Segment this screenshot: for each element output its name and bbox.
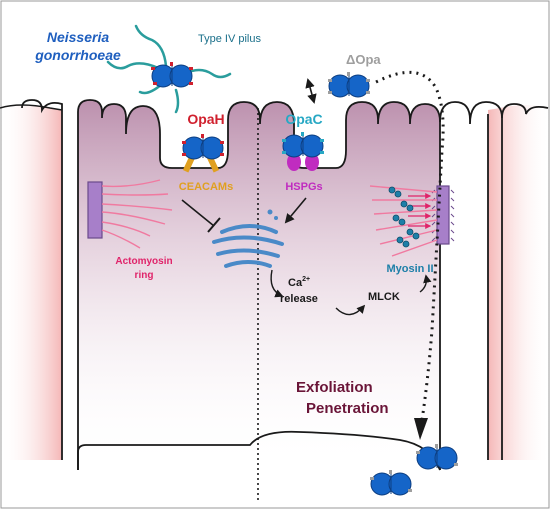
exfoliation-label: Exfoliation	[296, 379, 373, 396]
mlck-to-myosin-arrow	[419, 274, 432, 293]
myosin-motors	[388, 186, 420, 248]
golgi-to-ca-arrow	[270, 269, 284, 298]
right-microvilli	[439, 101, 503, 460]
right-actin-fibres	[369, 185, 438, 257]
hspgs-label: HSPGs	[285, 181, 322, 193]
golgi-apparatus	[212, 224, 284, 268]
opac-bacterium	[282, 132, 324, 158]
ceacam-inhibit-bar	[207, 217, 221, 233]
actomyosin-label-line1: Actomyosin	[115, 256, 172, 267]
epithelial-cell	[77, 99, 441, 470]
release-label: release	[280, 293, 318, 305]
golgi-vesicle	[274, 216, 278, 220]
hspg-arrow	[284, 197, 307, 224]
left-neighbour-cell	[0, 105, 62, 460]
right-neighbour-cell	[488, 105, 550, 460]
pilus-label: Type IV pilus	[198, 33, 261, 45]
species-label-line2: gonorrhoeae	[34, 47, 121, 63]
far-left-microvilli	[21, 99, 63, 114]
exfoliated-bacterium-1	[416, 444, 458, 470]
delta-opa-exchange-arrow	[305, 78, 317, 104]
far-right-microvilli	[501, 103, 549, 119]
opac-label: OpaC	[285, 111, 322, 127]
actomyosin-label-line2: ring	[135, 270, 154, 281]
ceacam-receptors	[182, 155, 220, 173]
myosin-label: Myosin II	[386, 263, 433, 275]
basal-membrane	[77, 430, 441, 471]
left-actin-fibres	[101, 179, 173, 249]
right-junction	[431, 185, 455, 245]
delta-opa-bacterium	[328, 72, 370, 98]
calcium-label: Ca2+	[288, 276, 310, 289]
delta-opa-path-head	[414, 418, 428, 440]
delta-opa-label: ΔOpa	[346, 52, 381, 67]
delta-opa-path	[375, 70, 445, 421]
golgi-vesicle	[267, 209, 273, 215]
species-label-line1: Neisseria	[47, 29, 109, 45]
ca-to-mlck-arrow	[335, 304, 366, 316]
left-junction	[87, 181, 103, 239]
opah-label: OpaH	[187, 111, 224, 127]
left-neighbour-outline	[0, 104, 63, 111]
opah-bacterium	[182, 134, 224, 160]
piliated-bacterium	[106, 24, 232, 114]
hspg-receptors	[287, 153, 319, 171]
ceacam-inhibit-line	[181, 199, 215, 227]
exfoliated-bacterium-2	[370, 470, 412, 496]
penetration-label: Penetration	[306, 400, 389, 417]
mlck-label: MLCK	[368, 291, 400, 303]
ceacams-label: CEACAMs	[179, 181, 233, 193]
